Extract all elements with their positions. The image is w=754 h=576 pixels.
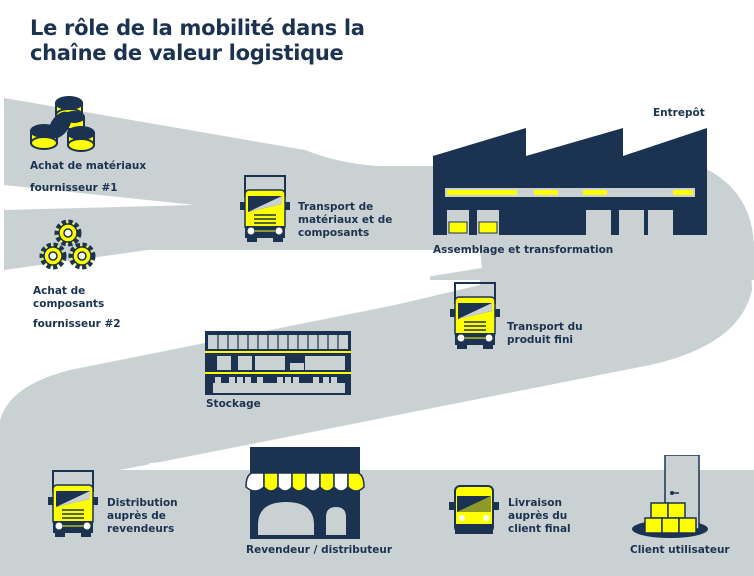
coins-stack-icon — [30, 96, 95, 152]
label-line: auprès du — [508, 510, 568, 522]
label-line: Transport du — [507, 321, 583, 333]
step-label-revendeur: Revendeur / distributeur — [246, 544, 393, 556]
step-label-achat-composants: Achat de composants — [33, 285, 104, 311]
label-line: auprès de — [107, 510, 166, 522]
step-sub-fournisseur-2: fournisseur #2 — [33, 318, 121, 330]
truck-icon — [240, 175, 290, 242]
step-sub-fournisseur-1: fournisseur #1 — [30, 182, 118, 194]
label-line: Distribution — [107, 497, 178, 509]
warehouse-shelves-icon — [205, 331, 351, 395]
label-line: Livraison — [508, 497, 562, 509]
title-line-2: chaîne de valeur logistique — [30, 41, 344, 65]
title-line-1: Le rôle de la mobilité dans la — [30, 16, 365, 40]
label-line: Transport de — [298, 201, 374, 213]
step-label-livraison: Livraison auprès du client final — [508, 497, 571, 536]
label-line: revendeurs — [107, 523, 175, 535]
step-label-transport-produit: Transport du produit fini — [507, 321, 583, 347]
door-parcels-icon — [632, 455, 708, 538]
label-line: composants — [298, 227, 370, 239]
truck-icon — [48, 470, 98, 537]
step-label-achat-materiaux: Achat de matériaux — [30, 160, 147, 172]
page-title: Le rôle de la mobilité dans la chaîne de… — [30, 16, 365, 66]
van-icon — [449, 485, 499, 534]
factory-icon — [433, 128, 707, 235]
label-line: produit fini — [507, 334, 574, 346]
step-sub-assemblage: Assemblage et transformation — [433, 244, 614, 256]
step-label-distribution: Distribution auprès de revendeurs — [107, 497, 178, 536]
label-line: composants — [33, 298, 105, 310]
label-line: matériaux et de — [298, 214, 393, 226]
truck-icon — [450, 282, 500, 349]
label-line: client final — [508, 523, 571, 535]
storefront-icon — [245, 447, 365, 539]
step-label-transport-materiaux: Transport de matériaux et de composants — [298, 201, 392, 240]
step-label-stockage: Stockage — [206, 398, 261, 410]
label-line: Achat de — [33, 285, 86, 297]
gears-icon — [39, 219, 96, 270]
step-label-entrepot: Entrepôt — [653, 107, 705, 119]
step-label-client: Client utilisateur — [630, 544, 730, 556]
